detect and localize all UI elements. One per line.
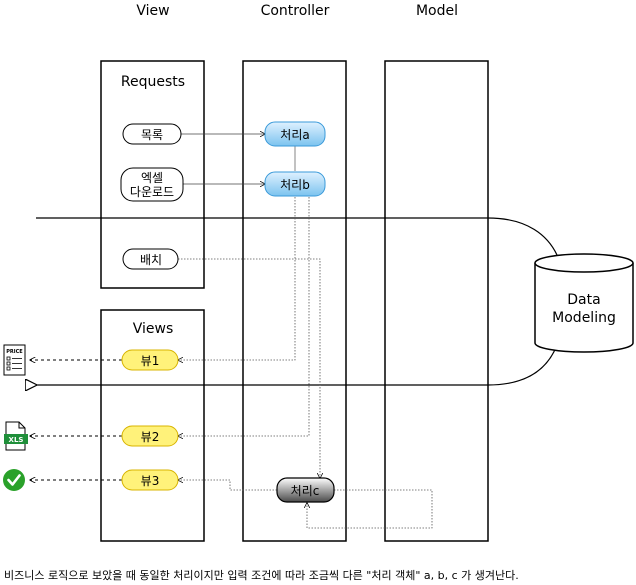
controller-box	[242, 60, 347, 542]
views-box	[100, 309, 205, 542]
model-box	[384, 60, 489, 542]
request-batch-label: 배치	[140, 253, 162, 267]
xls-icon-text: XLS	[9, 436, 24, 444]
connector-b-to-view1	[178, 197, 296, 360]
request-excel-label-line1: 엑셀	[141, 171, 163, 185]
connector-c-to-view3	[178, 480, 277, 491]
handler-b-pill	[264, 171, 326, 197]
connector-batch-to-c	[178, 258, 320, 478]
requests-title: Requests	[121, 74, 185, 90]
handler-c-pill	[276, 477, 335, 503]
check-icon	[3, 469, 25, 491]
database-cylinder	[534, 253, 634, 353]
request-list-label: 목록	[141, 128, 163, 142]
view2-pill	[121, 425, 179, 447]
database-label-line2: Modeling	[552, 310, 616, 326]
handler-b-label: 처리b	[280, 178, 310, 192]
request-excel-pill	[120, 167, 184, 202]
price-list-icon: PRICE	[3, 344, 26, 376]
xls-file-icon: XLS	[4, 421, 28, 451]
view1-label: 뷰1	[141, 354, 160, 368]
database-label-line1: Data	[567, 292, 600, 308]
request-batch-pill	[122, 248, 179, 270]
view3-label: 뷰3	[141, 474, 160, 488]
handler-a-pill	[264, 121, 326, 147]
request-excel-label-line2: 다운로드	[130, 185, 174, 199]
handler-a-label: 처리a	[280, 128, 309, 142]
view3-pill	[121, 469, 179, 491]
views-title: Views	[133, 321, 174, 337]
view2-label: 뷰2	[141, 430, 160, 444]
handler-c-label: 처리c	[291, 484, 320, 498]
request-list-pill	[122, 123, 182, 145]
price-icon-text: PRICE	[6, 349, 23, 355]
boundary-line-top	[36, 217, 558, 256]
column-header-model: Model	[416, 3, 458, 19]
column-header-controller: Controller	[261, 3, 330, 19]
requests-box	[100, 60, 205, 289]
boundary-line-bottom	[36, 344, 558, 385]
view1-pill	[121, 349, 179, 371]
diagram-caption: 비즈니스 로직으로 보았을 때 동일한 처리이지만 입력 조건에 따라 조금씩 …	[4, 569, 519, 582]
column-header-view: View	[136, 3, 169, 19]
connector-c-loop	[307, 489, 433, 529]
